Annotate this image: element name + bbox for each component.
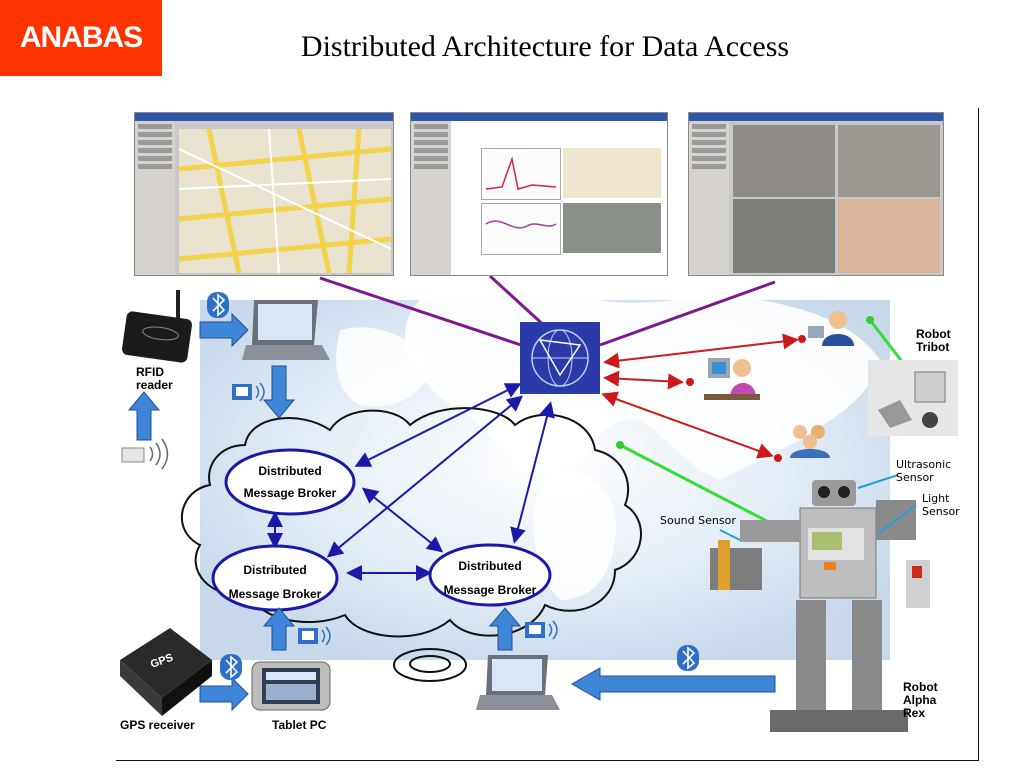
page-title: Distributed Architecture for Data Access — [300, 30, 790, 63]
broker-left-line1: Distributed — [243, 563, 306, 577]
sound-sensor-label: Sound Sensor — [660, 514, 736, 527]
user-headset-icon — [808, 311, 854, 346]
screenshot-video-window — [688, 112, 944, 276]
user-group-icon — [790, 425, 830, 458]
tablet-pc-label: Tablet PC — [272, 718, 327, 732]
street-map — [179, 129, 391, 273]
laptop-icon-bottom — [476, 655, 560, 710]
ultrasonic-sensor-label: Ultrasonic Sensor — [896, 458, 952, 484]
device-arrows — [127, 312, 776, 712]
gps-receiver-device: GPS — [120, 628, 212, 716]
robot-tribot — [868, 360, 958, 436]
video-feed-3 — [733, 199, 835, 273]
screenshot-chart-window — [410, 112, 668, 276]
window-titlebar — [135, 113, 393, 121]
broker-links — [267, 383, 555, 581]
window-sidebar — [689, 121, 729, 275]
video-feed-4 — [838, 199, 940, 273]
anabas-logo: ANABAS — [0, 0, 162, 76]
bluetooth-icon — [207, 292, 229, 318]
robot-alpha-rex — [710, 474, 930, 732]
window-titlebar — [689, 113, 943, 121]
screenshot-map-window — [134, 112, 394, 276]
robot-photo-thumbnail — [563, 203, 661, 253]
window-titlebar — [411, 113, 667, 121]
broker-top — [224, 448, 356, 516]
video-feed-1 — [733, 125, 835, 197]
logo-text: ANABAS — [19, 21, 143, 54]
rfid-reader-label: RFID reader — [136, 365, 173, 392]
street-map-roads — [179, 129, 391, 273]
robot-tribot-label: Robot Tribot — [916, 327, 951, 354]
tablet-pc-device — [251, 661, 331, 711]
light-sensor-label: Light Sensor — [922, 492, 960, 518]
bluetooth-icon-gps — [220, 654, 242, 680]
signal-chart-thumbnail — [481, 203, 561, 255]
wifi-signal-icon-right-broker — [525, 620, 558, 640]
broker-left-line2: Message Broker — [229, 587, 322, 601]
bluetooth-icon-robot — [677, 645, 699, 671]
sensor-chart-line — [485, 156, 557, 190]
window-sidebar — [135, 121, 175, 275]
wifi-signal-icon — [232, 382, 265, 402]
signal-chart-line — [485, 220, 557, 229]
broker-right-line1: Distributed — [458, 559, 521, 573]
wifi-signal-icon-left-broker — [298, 626, 331, 646]
video-feed-2 — [838, 125, 940, 197]
broker-right-line2: Message Broker — [444, 583, 537, 597]
broker-top-line1: Distributed — [258, 464, 321, 478]
laptop-icon — [242, 300, 330, 360]
user-desk-icon — [704, 358, 760, 400]
rfid-reader-device — [122, 290, 192, 363]
globe-network-icon — [520, 322, 600, 394]
sensor-chart-thumbnail — [481, 148, 561, 200]
broker-left — [211, 544, 339, 612]
window-sidebar — [411, 121, 451, 275]
user-links — [601, 333, 806, 462]
rfid-tag-signal-icon — [121, 438, 169, 470]
gps-receiver-label: GPS receiver — [120, 718, 195, 732]
broker-top-line2: Message Broker — [244, 486, 337, 500]
mini-map-thumbnail — [563, 148, 661, 198]
broker-right — [428, 543, 552, 607]
robot-alpha-rex-label: Robot Alpha Rex — [903, 680, 938, 720]
